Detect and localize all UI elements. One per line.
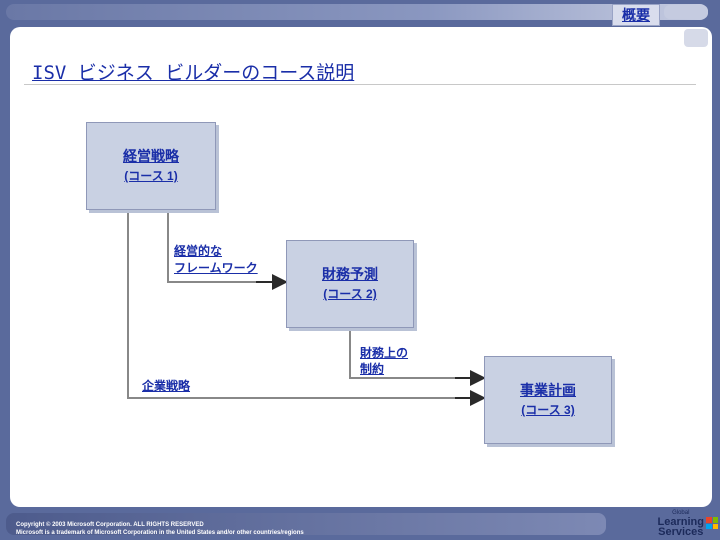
top-right-tab (664, 5, 708, 19)
copyright-line: Copyright © 2003 Microsoft Corporation. … (16, 522, 204, 528)
arrow-constraints (349, 326, 466, 379)
windows-flag-icon (706, 517, 718, 529)
title-divider (24, 84, 696, 85)
footer-bar (6, 513, 606, 535)
corporate-strategy-label[interactable]: 企業戦略 (142, 379, 191, 393)
top-title-bar (6, 4, 708, 20)
overview-tab[interactable]: 概要 (612, 4, 660, 26)
page-title[interactable]: ISV ビジネス ビルダーのコース説明 (32, 62, 355, 84)
course-3-subtitle: (コース 3) (521, 403, 575, 417)
framework-label-line2[interactable]: フレームワーク (174, 261, 258, 275)
copyright-footer: Copyright © 2003 Microsoft Corporation. … (16, 521, 304, 537)
panel-corner-button[interactable] (684, 29, 708, 47)
framework-label-line1[interactable]: 経営的な (174, 244, 223, 258)
course-3-box[interactable]: 事業計画 (コース 3) (484, 356, 612, 444)
course-1-title: 経営戦略 (123, 148, 179, 164)
arrow-corporate (127, 210, 466, 399)
course-2-box[interactable]: 財務予測 (コース 2) (286, 240, 414, 328)
course-1-subtitle: (コース 1) (124, 169, 178, 183)
course-3-title: 事業計画 (520, 382, 576, 398)
course-1-box[interactable]: 経営戦略 (コース 1) (86, 122, 216, 210)
global-learning-services-logo: Global Learning Services (650, 506, 718, 540)
trademark-line: Microsoft is a trademark of Microsoft Co… (16, 530, 304, 536)
arrow-framework (167, 210, 268, 283)
constraints-label-line2[interactable]: 制約 (360, 362, 385, 376)
constraints-label-line1[interactable]: 財務上の (360, 346, 409, 360)
course-2-title: 財務予測 (322, 266, 378, 282)
course-2-subtitle: (コース 2) (323, 287, 377, 301)
